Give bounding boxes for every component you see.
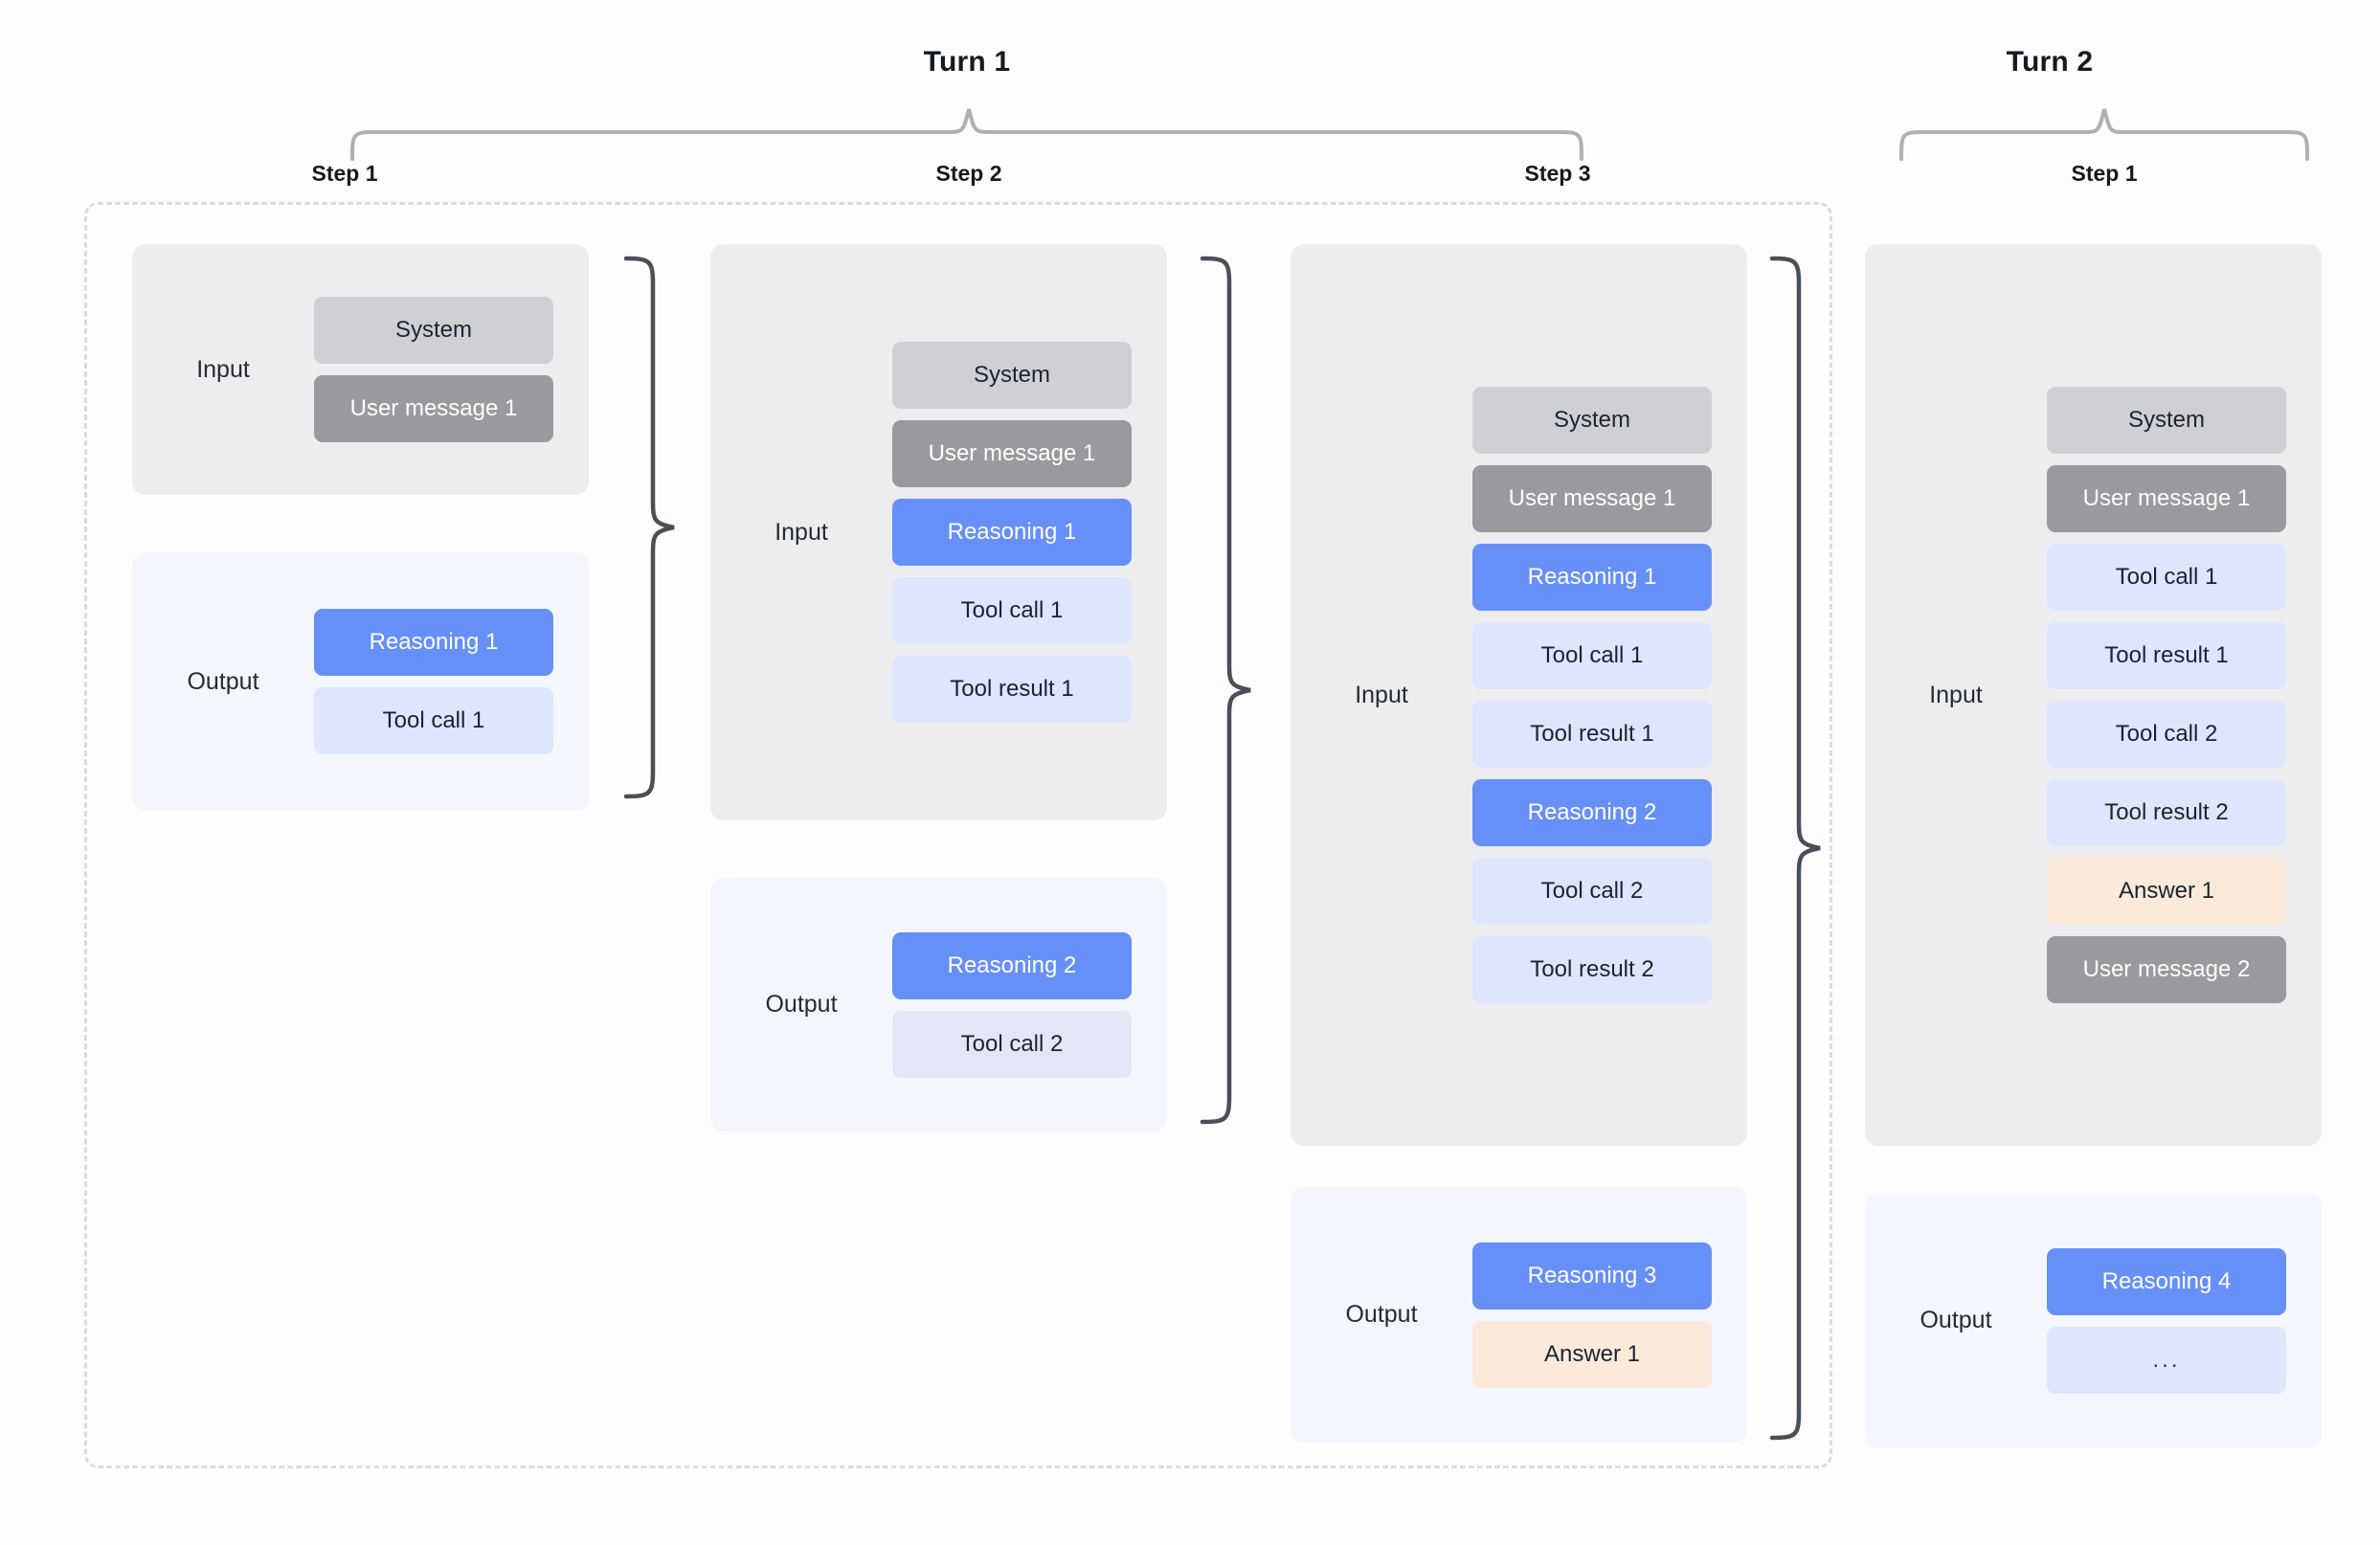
pill-reasoning[interactable]: Reasoning 2 <box>892 931 1132 999</box>
turn-1-title: Turn 1 <box>923 46 1011 78</box>
pill-tool-result[interactable]: Tool result 1 <box>1472 701 1712 768</box>
pill-user-message[interactable]: User message 1 <box>892 420 1132 487</box>
turn-2-step-1-output-label: Output <box>1920 1307 1992 1333</box>
pill-reasoning[interactable]: Reasoning 1 <box>892 499 1132 566</box>
turn-2-step-1-title: Step 1 <box>2071 161 2138 186</box>
turn-1-step-3-title: Step 3 <box>1524 161 1591 186</box>
turn-1-step-3-output-panel: Output Reasoning 3 Answer 1 <box>1291 1187 1747 1443</box>
pill-reasoning[interactable]: Reasoning 2 <box>1472 779 1712 846</box>
turn-1-step-2-input-label: Input <box>775 518 828 546</box>
turn-1-group-outline <box>84 202 1832 1468</box>
pill-system[interactable]: System <box>892 342 1132 409</box>
pill-tool-call[interactable]: Tool call 1 <box>2047 544 2286 611</box>
turn-1-step-3-output-label: Output <box>1345 1301 1418 1328</box>
turn-1-step-1-input-label: Input <box>196 355 250 383</box>
turn-1-to-turn-2-brace <box>1769 256 1821 1441</box>
step-2-to-step-3-brace <box>1200 256 1251 1125</box>
pill-tool-result[interactable]: Tool result 2 <box>1472 936 1712 1003</box>
pill-system[interactable]: System <box>2047 387 2286 454</box>
turn-2-step-1-output-panel: Output Reasoning 4 ... <box>1865 1193 2322 1448</box>
turn-1-step-1-output-label: Output <box>187 667 259 695</box>
turn-1-step-3-input-label: Input <box>1355 681 1408 708</box>
turn-2-step-1-input-items: System User message 1 Tool call 1 Tool r… <box>2047 387 2286 1003</box>
pill-tool-result[interactable]: Tool result 1 <box>892 656 1132 723</box>
turn-1-step-2-output-items: Reasoning 2 Tool call 2 <box>892 931 1132 1078</box>
turn-2-brace <box>1899 108 2309 161</box>
turn-2-step-1-output-items: Reasoning 4 ... <box>2047 1247 2286 1394</box>
pill-reasoning[interactable]: Reasoning 3 <box>1472 1242 1712 1310</box>
pill-ellipsis[interactable]: ... <box>2047 1326 2286 1394</box>
turn-1-step-1-output-items: Reasoning 1 Tool call 1 <box>314 609 553 754</box>
turn-1-step-1-input-panel: Input System User message 1 <box>132 244 589 495</box>
pill-user-message[interactable]: User message 2 <box>2047 936 2286 1003</box>
pill-user-message[interactable]: User message 1 <box>2047 465 2286 532</box>
turn-2-title: Turn 2 <box>2006 46 2094 78</box>
pill-answer[interactable]: Answer 1 <box>2047 858 2286 925</box>
turn-1-step-1-output-panel: Output Reasoning 1 Tool call 1 <box>132 552 589 811</box>
pill-tool-call[interactable]: Tool call 2 <box>1472 858 1712 925</box>
pill-tool-call[interactable]: Tool call 1 <box>314 687 553 754</box>
pill-system[interactable]: System <box>314 297 553 364</box>
turn-1-step-1-input-items: System User message 1 <box>314 297 553 442</box>
turn-1-step-3-output-items: Reasoning 3 Answer 1 <box>1472 1242 1712 1388</box>
turn-1-step-2-input-panel: Input System User message 1 Reasoning 1 … <box>710 244 1167 820</box>
turn-1-step-1-title: Step 1 <box>311 161 378 186</box>
pill-reasoning[interactable]: Reasoning 1 <box>314 609 553 676</box>
pill-tool-call[interactable]: Tool call 2 <box>892 1010 1132 1078</box>
turn-2-step-1-input-panel: Input System User message 1 Tool call 1 … <box>1865 244 2322 1146</box>
turn-1-step-3-input-panel: Input System User message 1 Reasoning 1 … <box>1291 244 1747 1146</box>
pill-answer[interactable]: Answer 1 <box>1472 1320 1712 1388</box>
pill-reasoning[interactable]: Reasoning 1 <box>1472 544 1712 611</box>
pill-tool-call[interactable]: Tool call 1 <box>1472 622 1712 689</box>
turn-1-step-2-input-items: System User message 1 Reasoning 1 Tool c… <box>892 342 1132 723</box>
pill-reasoning[interactable]: Reasoning 4 <box>2047 1247 2286 1315</box>
pill-tool-result[interactable]: Tool result 2 <box>2047 779 2286 846</box>
pill-tool-result[interactable]: Tool result 1 <box>2047 622 2286 689</box>
pill-tool-call[interactable]: Tool call 2 <box>2047 701 2286 768</box>
turn-2-step-1-input-label: Input <box>1929 681 1983 708</box>
step-1-to-step-2-brace <box>623 256 675 799</box>
pill-user-message[interactable]: User message 1 <box>314 375 553 442</box>
turn-1-step-3-input-items: System User message 1 Reasoning 1 Tool c… <box>1472 387 1712 1003</box>
turn-1-step-2-output-label: Output <box>765 991 838 1018</box>
turn-1-step-2-title: Step 2 <box>935 161 1002 186</box>
pill-user-message[interactable]: User message 1 <box>1472 465 1712 532</box>
turn-1-step-2-output-panel: Output Reasoning 2 Tool call 2 <box>710 878 1167 1131</box>
turn-1-brace <box>350 108 1583 161</box>
pill-tool-call[interactable]: Tool call 1 <box>892 577 1132 644</box>
pill-system[interactable]: System <box>1472 387 1712 454</box>
